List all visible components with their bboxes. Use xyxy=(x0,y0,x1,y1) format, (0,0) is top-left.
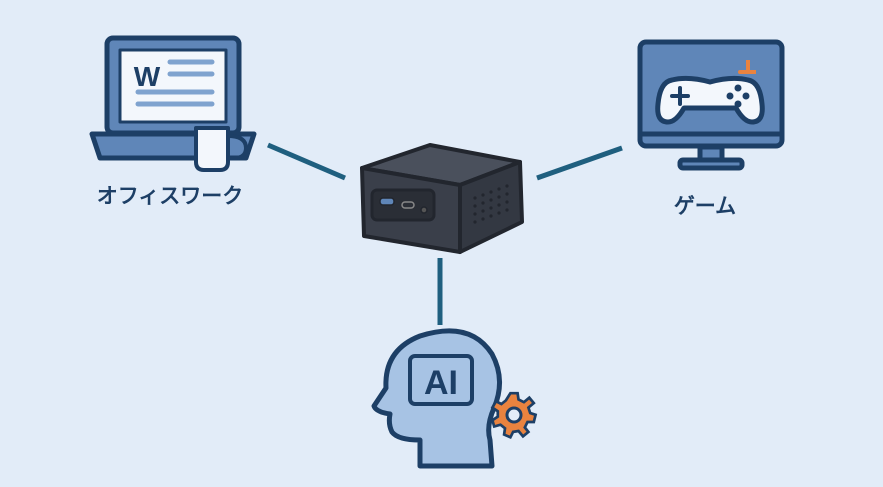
mini-pc-icon xyxy=(360,143,524,254)
connector-office xyxy=(267,142,346,181)
laptop-word-icon xyxy=(89,35,257,172)
connector-game xyxy=(536,145,623,181)
monitor-gamepad-icon xyxy=(637,39,785,171)
gear-icon xyxy=(490,391,538,440)
ai-badge: AI xyxy=(424,364,458,402)
label-office-work: オフィスワーク xyxy=(96,184,244,208)
label-game: ゲーム xyxy=(673,194,737,218)
word-letter: W xyxy=(134,61,161,92)
ai-head-icon xyxy=(371,328,502,469)
